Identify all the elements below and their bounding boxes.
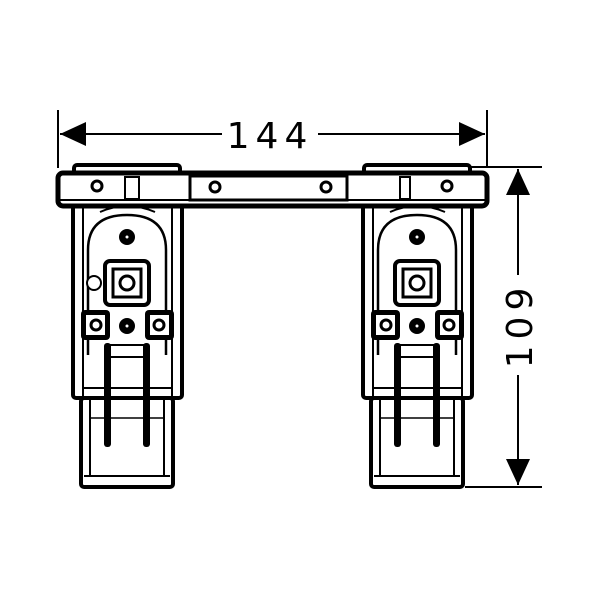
height-dimension: 109 [465,166,542,488]
height-label: 109 [500,282,541,369]
mounting-rail [55,163,490,209]
arrow-up-icon [506,169,530,195]
arrow-right-icon [459,122,485,146]
left-assembly [71,203,184,489]
arrow-left-icon [60,122,86,146]
right-assembly [361,203,474,489]
width-dimension: 144 [57,110,488,168]
width-label: 144 [227,116,314,157]
arrow-down-icon [506,459,530,485]
